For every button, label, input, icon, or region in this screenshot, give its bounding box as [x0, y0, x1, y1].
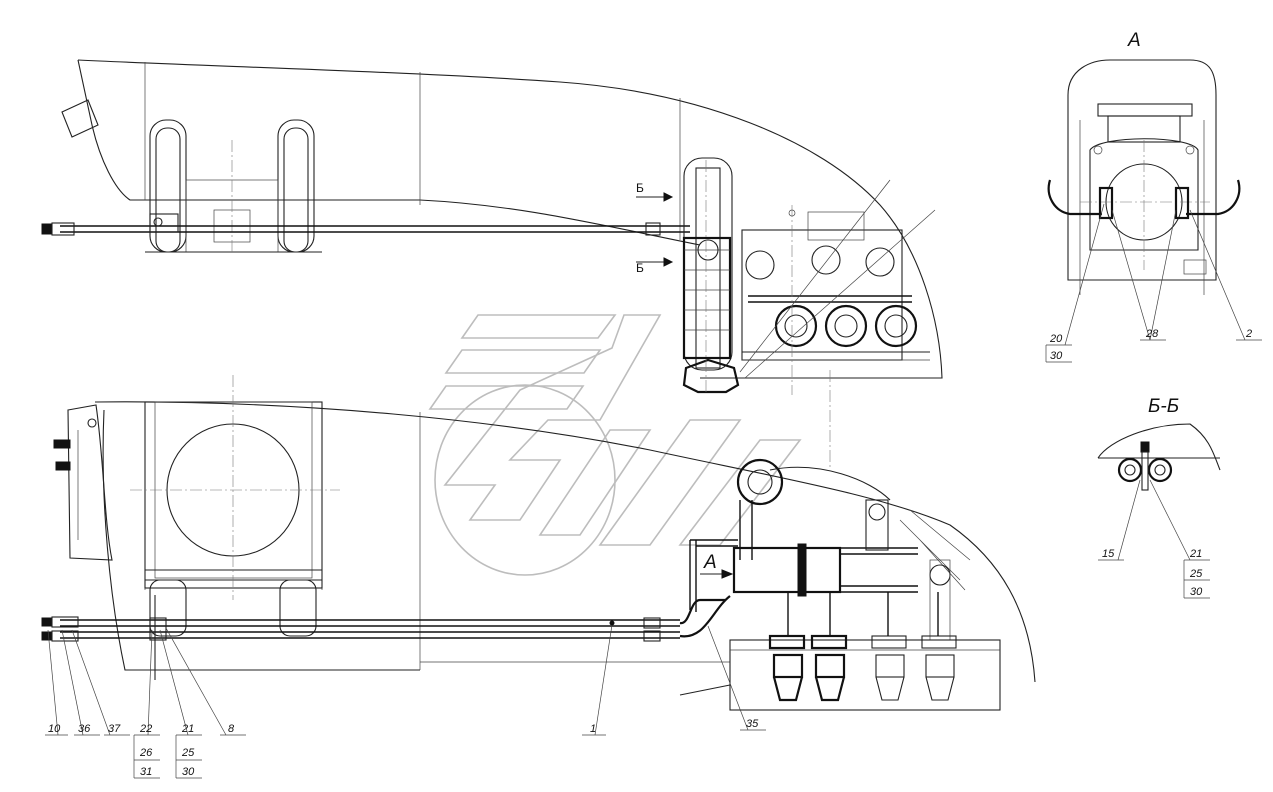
callout-1: 1	[590, 723, 596, 735]
callout-30: 30	[182, 766, 195, 778]
callout-bb-25: 25	[1189, 568, 1203, 580]
rear-window-side	[130, 375, 340, 637]
section-bb-title: Б-Б	[1148, 396, 1179, 417]
section-bb-detail: Б-Б	[1097, 396, 1221, 491]
callout-22: 22	[139, 723, 152, 735]
pipe-top-view	[41, 213, 690, 236]
cab-outline-top	[77, 59, 943, 379]
callout-leaders	[45, 203, 1262, 779]
section-mark-b-bottom: Б	[636, 261, 644, 275]
callout-labels: 10 36 37 22 26 31 21 25 30 8 1 35 20 30 …	[48, 328, 1252, 778]
callout-10: 10	[48, 723, 61, 735]
callout-36: 36	[78, 723, 91, 735]
callout-37: 37	[108, 723, 121, 735]
callout-view-a-20: 20	[1049, 333, 1063, 345]
callout-8: 8	[228, 723, 235, 735]
callout-31: 31	[140, 766, 152, 778]
callout-25: 25	[181, 747, 195, 759]
callout-bb-30: 30	[1190, 586, 1203, 598]
callout-view-a-30: 30	[1050, 350, 1063, 362]
watermark-logo	[428, 314, 802, 576]
callout-view-a-2: 2	[1245, 328, 1252, 340]
hose-side	[679, 598, 725, 625]
callout-21: 21	[181, 723, 194, 735]
callout-bb-15: 15	[1102, 548, 1115, 560]
callout-bb-21: 21	[1189, 548, 1202, 560]
side-elevation-view: A	[41, 370, 1036, 711]
view-a-title: A	[1127, 30, 1141, 51]
pump-assembly-top	[682, 157, 740, 395]
section-mark-b-top: Б	[636, 181, 644, 195]
door-side	[53, 404, 113, 561]
cab-outline-side	[94, 401, 1036, 683]
view-a-detail: A	[1047, 30, 1241, 295]
valve-block-side	[729, 592, 1001, 711]
callout-view-a-28: 28	[1145, 328, 1159, 340]
callout-35: 35	[746, 718, 759, 730]
pipe-side-view	[41, 595, 680, 680]
top-plan-view: Б Б	[41, 59, 943, 395]
section-arrow-a: A	[700, 552, 734, 579]
view-arrow-a-label: A	[703, 552, 717, 573]
valve-cluster-top	[739, 179, 936, 395]
callout-26: 26	[139, 747, 153, 759]
mirror-top	[61, 99, 99, 138]
section-cut-b: Б Б	[636, 181, 674, 275]
pump-assembly-side	[732, 458, 971, 641]
